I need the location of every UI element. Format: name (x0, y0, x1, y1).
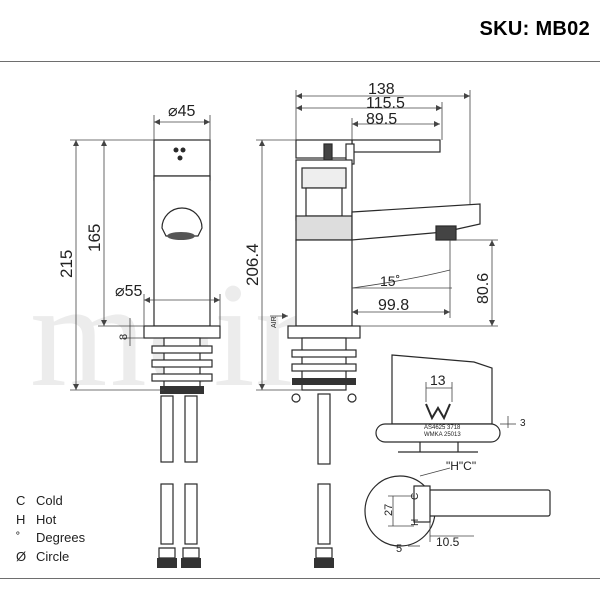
legend-row-circle: Ø Circle (16, 548, 85, 567)
side-lever (351, 139, 441, 153)
dim-base-diameter: ⌀55 (115, 283, 143, 300)
air-label: AIR (271, 316, 278, 328)
side-dim-arrows (259, 93, 495, 390)
dim-overall-height: 215 (57, 250, 76, 278)
detail-base (375, 423, 501, 443)
side-hose (317, 393, 331, 465)
dim-13: 13 (430, 372, 446, 388)
dim-138: 138 (368, 81, 395, 98)
side-dimensions (256, 90, 498, 391)
dim-5: 5 (396, 543, 402, 555)
front-cap (153, 139, 211, 181)
dim-3: 3 (520, 418, 526, 429)
h-marker: H (410, 519, 421, 526)
front-dimensions (70, 115, 221, 391)
standard-line-2: WMKA 25013 (424, 432, 461, 438)
dim-10-5: 10.5 (436, 535, 460, 549)
legend-key: C (16, 493, 26, 508)
front-dim-arrows (73, 119, 220, 390)
dim-27: 27 (383, 504, 395, 516)
dim-side-height: 206.4 (243, 243, 262, 286)
side-view (287, 139, 481, 568)
hc-label: "H"C" (446, 459, 476, 473)
front-base (143, 325, 221, 339)
front-hose-left (160, 395, 174, 463)
dim-top-diameter: ⌀45 (168, 103, 196, 120)
header-bar: SKU: MB02 (0, 0, 600, 62)
legend-text: Degrees (36, 530, 86, 545)
detail-lever (391, 354, 493, 425)
dim-115-5: 115.5 (366, 95, 405, 112)
legend: C Cold H Hot ˚ Degrees Ø Circle (16, 492, 85, 566)
dim-89-5: 89.5 (366, 111, 397, 128)
front-hose-right (184, 395, 198, 463)
sku-label: SKU: MB02 (479, 18, 590, 40)
side-spout (351, 203, 481, 241)
legend-text: Circle (36, 548, 70, 564)
side-base (287, 325, 361, 339)
plan-dimensions (388, 467, 474, 547)
legend-text: Cold (36, 493, 63, 508)
dim-body-height: 165 (85, 224, 104, 252)
front-body (153, 175, 211, 327)
watermark-logo-icon (425, 403, 451, 421)
dim-spout-reach: 99.8 (378, 297, 409, 314)
dim-angle: 15˚ (380, 273, 400, 289)
legend-row-cold: C Cold (16, 492, 85, 511)
plan-lever (419, 489, 551, 517)
legend-row-hot: H Hot (16, 511, 85, 530)
dim-base-thickness: 8 (118, 334, 130, 340)
legend-row-degrees: ˚ Degrees (16, 529, 85, 548)
detail-view (375, 354, 501, 453)
front-view (143, 139, 221, 568)
standard-line-1: AS4625 3718 (424, 425, 461, 431)
footer-divider (0, 578, 600, 579)
side-body (295, 239, 353, 327)
legend-text: Hot (36, 511, 57, 527)
legend-key: H (16, 511, 26, 527)
detail-dimensions (425, 382, 516, 428)
legend-key: Ø (16, 548, 27, 564)
dim-spout-height: 80.6 (475, 273, 492, 304)
plan-view (364, 475, 551, 547)
c-marker: C (410, 493, 421, 500)
legend-key: ˚ (16, 530, 21, 545)
front-aerator (161, 207, 203, 237)
header-divider (0, 61, 600, 62)
